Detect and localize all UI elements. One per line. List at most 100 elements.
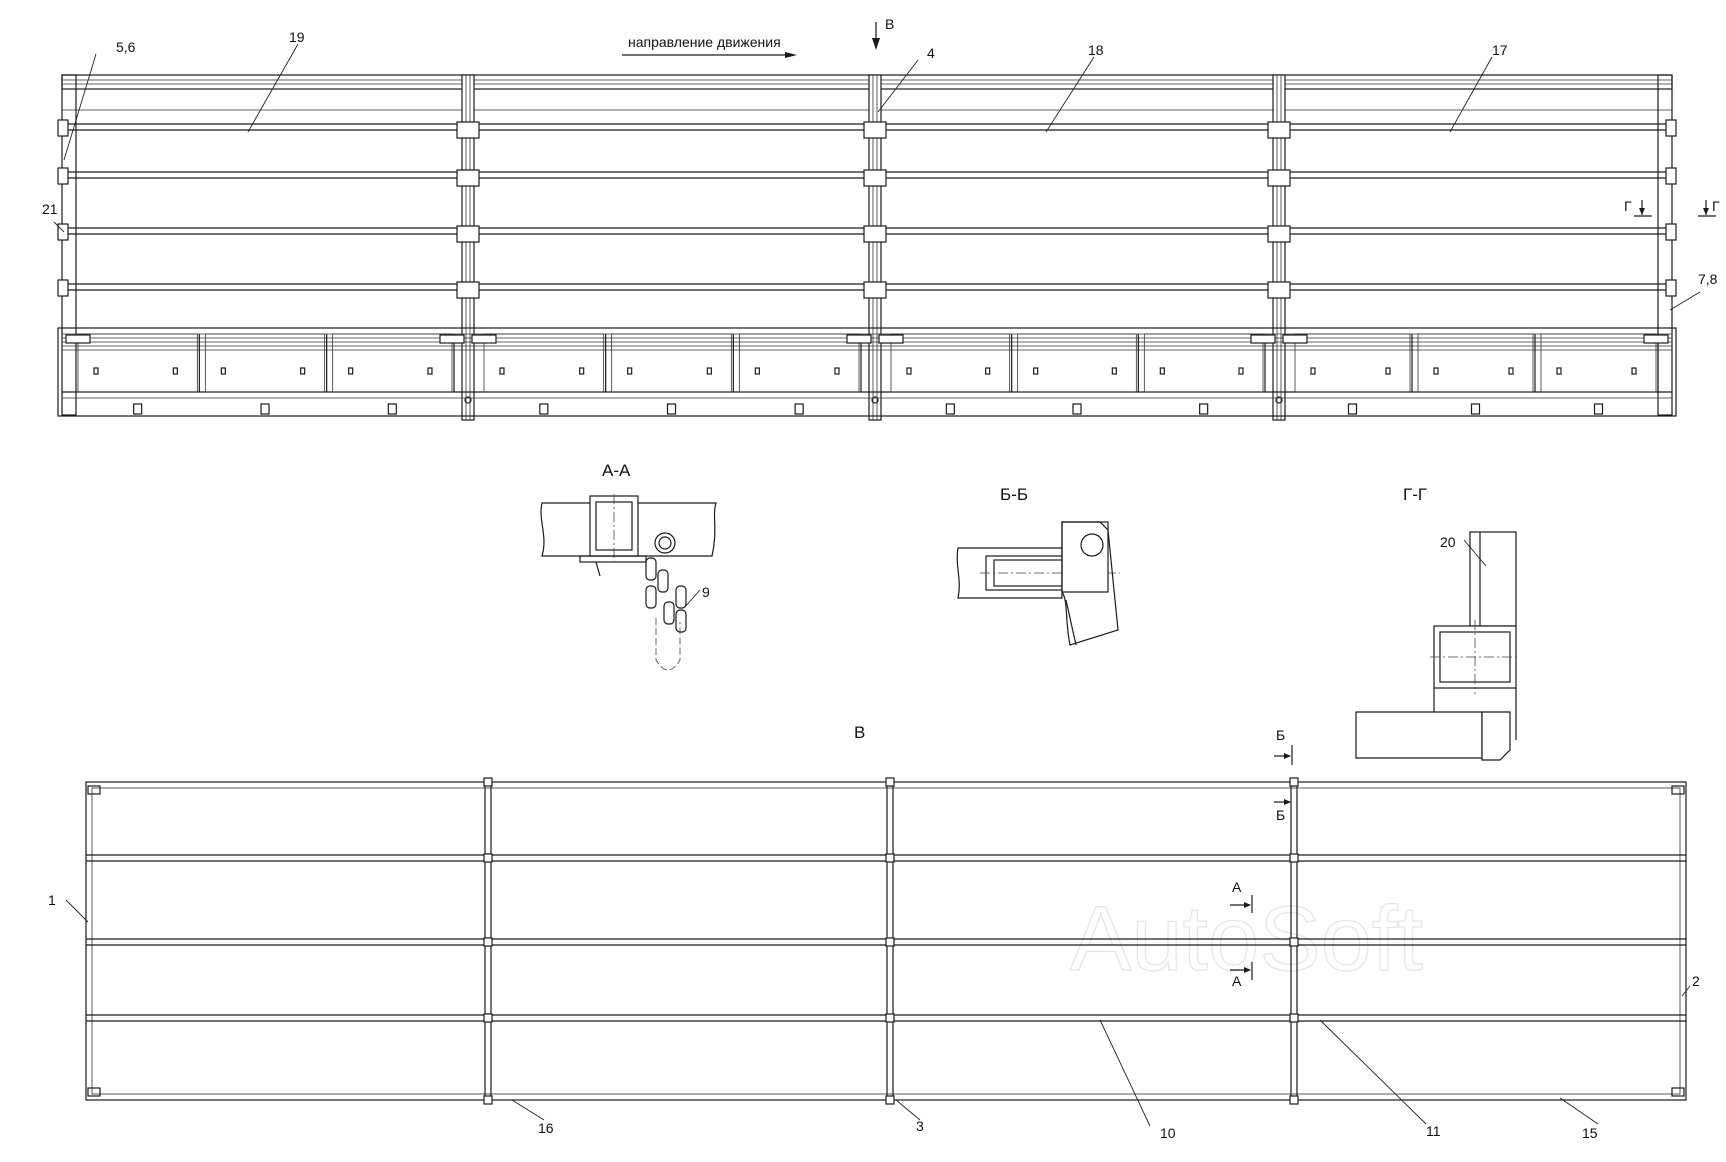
callout-17: 17 bbox=[1492, 42, 1508, 58]
latch bbox=[471, 334, 497, 344]
board-hook bbox=[300, 367, 306, 375]
post-bracket bbox=[1267, 121, 1291, 139]
slat-cap bbox=[57, 119, 69, 137]
callout-9: 9 bbox=[702, 584, 710, 600]
callout-7-8: 7,8 bbox=[1698, 271, 1718, 287]
corner-bracket bbox=[87, 1087, 101, 1097]
section-g-mark-left: Г bbox=[1624, 198, 1632, 214]
view-b-title: В bbox=[854, 723, 865, 742]
post-bracket bbox=[1267, 169, 1291, 187]
section-b-mark-top: Б bbox=[1276, 727, 1285, 743]
board-panel bbox=[611, 333, 732, 393]
board-hook bbox=[1310, 367, 1316, 375]
crossmember-node bbox=[483, 1013, 493, 1023]
section-g-marks bbox=[1634, 200, 1716, 217]
view-b-mark: В bbox=[885, 16, 894, 32]
board-panel bbox=[204, 333, 326, 393]
board-panel bbox=[1294, 333, 1411, 393]
board-panel bbox=[1017, 333, 1137, 393]
board-hook bbox=[1433, 367, 1439, 375]
corner-bracket bbox=[1671, 785, 1685, 795]
board-hook bbox=[93, 367, 99, 375]
board-hook bbox=[1111, 367, 1117, 375]
direction-label: направление движения bbox=[628, 34, 781, 50]
callout-10: 10 bbox=[1160, 1125, 1176, 1141]
board-panel bbox=[1143, 333, 1264, 393]
board-hook bbox=[985, 367, 991, 375]
crossmember-node bbox=[885, 937, 895, 947]
board-foot bbox=[539, 403, 549, 415]
callout-4: 4 bbox=[927, 45, 935, 61]
section-aa-title: А-А bbox=[602, 461, 631, 480]
plan-view-leaders bbox=[65, 899, 1691, 1127]
callout-15: 15 bbox=[1582, 1125, 1598, 1141]
post-bracket bbox=[863, 281, 887, 299]
board-foot bbox=[794, 403, 804, 415]
post-bracket bbox=[456, 169, 480, 187]
corner-bracket bbox=[1671, 1087, 1685, 1097]
board-panel bbox=[332, 333, 453, 393]
board-panel bbox=[483, 333, 605, 393]
board-hook bbox=[754, 367, 760, 375]
latch bbox=[846, 334, 872, 344]
crossmember-node bbox=[885, 1013, 895, 1023]
crossmember-node bbox=[483, 1095, 493, 1105]
view-b-arrow bbox=[872, 22, 880, 50]
end-post-right bbox=[1657, 74, 1673, 416]
floor-frame-inner bbox=[91, 787, 1681, 1095]
post-bracket bbox=[1267, 225, 1291, 243]
board-panel bbox=[738, 333, 860, 393]
latch bbox=[1643, 334, 1669, 344]
crossmember-node bbox=[483, 777, 493, 787]
slat-cap bbox=[1665, 167, 1677, 185]
crossmember-node bbox=[885, 1095, 895, 1105]
board-hook bbox=[427, 367, 433, 375]
end-post-left bbox=[61, 74, 77, 416]
section-a-mark-top: А bbox=[1232, 879, 1242, 895]
slat-cap bbox=[57, 223, 69, 241]
board-foot bbox=[1072, 403, 1082, 415]
latch bbox=[65, 334, 91, 344]
slat-cap bbox=[1665, 119, 1677, 137]
crossmember-node bbox=[1289, 937, 1299, 947]
board-panel bbox=[890, 333, 1011, 393]
board-hook bbox=[172, 367, 178, 375]
crossmember-node bbox=[483, 853, 493, 863]
callout-3: 3 bbox=[916, 1118, 924, 1134]
board-foot bbox=[945, 403, 955, 415]
board-hook bbox=[627, 367, 633, 375]
slat-cap bbox=[57, 279, 69, 297]
crossmember-node bbox=[885, 853, 895, 863]
callout-21: 21 bbox=[42, 201, 58, 217]
board-hook bbox=[706, 367, 712, 375]
board-hook bbox=[834, 367, 840, 375]
side-view-leaders bbox=[53, 43, 1701, 311]
section-b-mark-bottom: Б bbox=[1276, 807, 1285, 823]
top-rail bbox=[61, 74, 1673, 90]
section-bb-title: Б-Б bbox=[1000, 485, 1028, 504]
corner-bracket bbox=[87, 785, 101, 795]
board-hook bbox=[1238, 367, 1244, 375]
direction-arrow bbox=[622, 52, 797, 58]
crossmember-node bbox=[483, 937, 493, 947]
post-bracket bbox=[456, 281, 480, 299]
board-panel bbox=[77, 333, 198, 393]
board-foot bbox=[387, 403, 397, 415]
board-panel bbox=[1540, 333, 1657, 393]
board-foot bbox=[133, 403, 143, 415]
callout-16: 16 bbox=[538, 1120, 554, 1136]
board-panel bbox=[1417, 333, 1534, 393]
post-bracket bbox=[863, 169, 887, 187]
post-bolt bbox=[464, 396, 472, 404]
latch bbox=[878, 334, 904, 344]
post-bracket bbox=[456, 225, 480, 243]
section-g-mark-right: Г bbox=[1712, 198, 1720, 214]
callout-5-6: 5,6 bbox=[116, 39, 136, 55]
crossmember-node bbox=[1289, 1095, 1299, 1105]
callout-1: 1 bbox=[48, 892, 56, 908]
board-hook bbox=[348, 367, 354, 375]
crossmember-node bbox=[1289, 777, 1299, 787]
board-foot bbox=[1199, 403, 1209, 415]
post-bracket bbox=[1267, 281, 1291, 299]
board-hook bbox=[1159, 367, 1165, 375]
